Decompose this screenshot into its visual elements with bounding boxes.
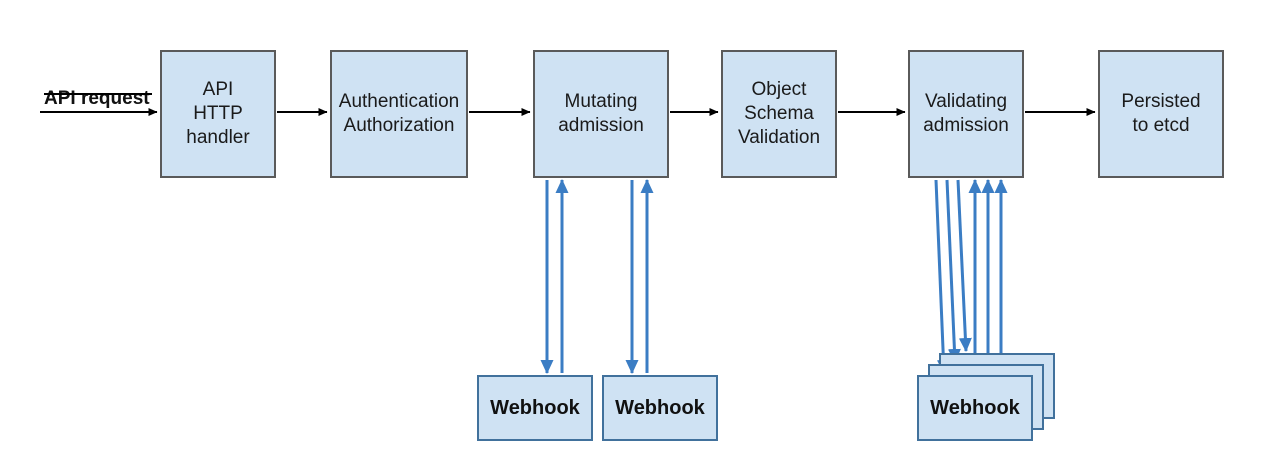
stage-box-authentication-authorization: Authentication Authorization <box>330 50 468 178</box>
stage-box-mutating-admission: Mutating admission <box>533 50 669 178</box>
webhook-arrows-group <box>540 179 1008 374</box>
stage-box-validating-admission: Validating admission <box>908 50 1024 178</box>
webhook-arrow-validating-call-2-down <box>945 179 961 363</box>
webhook-box-validating-webhook-1: Webhook <box>917 375 1033 441</box>
webhook-arrow-validating-call-3-down <box>956 179 972 352</box>
webhook-box-mutating-webhook-2: Webhook <box>602 375 718 441</box>
stage-box-object-schema-validation: Object Schema Validation <box>721 50 837 178</box>
stage-box-persisted-to-etcd: Persisted to etcd <box>1098 50 1224 178</box>
stage-box-api-http-handler: API HTTP handler <box>160 50 276 178</box>
webhook-box-mutating-webhook-1: Webhook <box>477 375 593 441</box>
webhook-arrow-validating-call-1-down <box>934 179 950 374</box>
entry-label-api-request: API request <box>44 88 150 109</box>
